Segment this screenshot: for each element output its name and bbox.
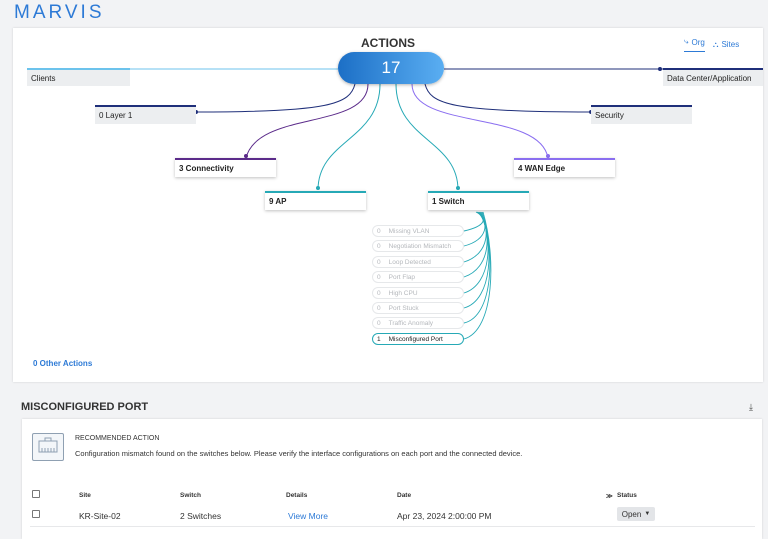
wanedge-connector bbox=[411, 83, 549, 159]
switch-item-connectors bbox=[463, 211, 492, 340]
switch-connector bbox=[395, 83, 459, 191]
column-header-switch[interactable]: Switch bbox=[180, 492, 201, 499]
layer1-connector bbox=[195, 83, 356, 113]
select-all-checkbox[interactable] bbox=[32, 490, 40, 498]
category-ap[interactable]: 9 AP bbox=[265, 191, 366, 210]
scope-org-link[interactable]: ⤷ Org bbox=[684, 37, 705, 52]
category-clients[interactable]: Clients bbox=[27, 68, 130, 86]
switch-item-label: Missing VLAN bbox=[388, 227, 430, 235]
switch-port-icon bbox=[32, 433, 64, 461]
switch-item-loop-detected[interactable]: 0 Loop Detected bbox=[372, 256, 464, 268]
row-site: KR-Site-02 bbox=[79, 511, 121, 521]
switch-item-count: 0 bbox=[377, 289, 381, 297]
connectivity-connector bbox=[245, 83, 369, 159]
recommended-text: Configuration mismatch found on the swit… bbox=[75, 449, 523, 458]
switch-dot bbox=[456, 186, 460, 190]
status-dropdown[interactable]: Open ▼ bbox=[617, 507, 655, 521]
switch-item-port-stuck[interactable]: 0 Port Stuck bbox=[372, 302, 464, 314]
column-header-site[interactable]: Site bbox=[79, 492, 91, 499]
sites-icon: ⛬ bbox=[712, 39, 719, 49]
switch-item-port-flap[interactable]: 0 Port Flap bbox=[372, 271, 464, 283]
switch-item-label: Port Flap bbox=[388, 273, 415, 281]
category-data-center[interactable]: Data Center/Application bbox=[663, 68, 763, 86]
switch-item-count: 0 bbox=[377, 227, 381, 235]
other-actions-link[interactable]: 0 Other Actions bbox=[33, 359, 93, 368]
switch-item-count: 0 bbox=[377, 242, 381, 250]
switch-item-traffic-anomaly[interactable]: 0 Traffic Anomaly bbox=[372, 317, 464, 329]
switch-item-label: Misconfigured Port bbox=[388, 335, 443, 343]
category-wan-edge[interactable]: 4 WAN Edge bbox=[514, 158, 615, 177]
category-switch[interactable]: 1 Switch bbox=[428, 191, 529, 210]
switch-item-count: 0 bbox=[377, 319, 381, 327]
scope-sites-link[interactable]: ⛬ Sites bbox=[713, 37, 739, 52]
org-icon: ⤷ bbox=[684, 37, 689, 46]
column-header-date[interactable]: Date bbox=[397, 492, 412, 499]
ap-dot bbox=[316, 186, 320, 190]
category-security[interactable]: Security bbox=[591, 105, 692, 124]
ap-connector bbox=[317, 83, 381, 191]
security-connector bbox=[424, 83, 592, 113]
column-header-status[interactable]: Status bbox=[617, 492, 637, 499]
app-title: MARVIS bbox=[14, 2, 105, 23]
switch-item-label: Traffic Anomaly bbox=[388, 319, 434, 327]
switch-item-high-cpu[interactable]: 0 High CPU bbox=[372, 287, 464, 299]
row-divider bbox=[30, 526, 755, 527]
scope-toggle: ⤷ Org ⛬ Sites bbox=[684, 37, 739, 52]
switch-item-count: 0 bbox=[377, 273, 381, 281]
actions-title: ACTIONS bbox=[361, 36, 415, 50]
switch-item-misconfigured-port[interactable]: 1 Misconfigured Port bbox=[372, 333, 464, 345]
row-checkbox[interactable] bbox=[32, 510, 40, 518]
row-switch: 2 Switches bbox=[180, 511, 222, 521]
switch-item-negotiation-mismatch[interactable]: 0 Negotiation Mismatch bbox=[372, 240, 464, 252]
datacenter-dot bbox=[658, 67, 662, 71]
chevron-down-icon: ▼ bbox=[644, 511, 651, 517]
recommended-heading: RECOMMENDED ACTION bbox=[75, 435, 160, 442]
switch-item-count: 0 bbox=[377, 258, 381, 266]
switch-item-count: 1 bbox=[377, 335, 381, 343]
row-date: Apr 23, 2024 2:00:00 PM bbox=[397, 511, 492, 521]
scope-sites-label: Sites bbox=[721, 40, 740, 49]
download-icon[interactable]: ⤓ bbox=[749, 402, 753, 412]
connectivity-dot bbox=[244, 154, 248, 158]
category-layer1[interactable]: 0 Layer 1 bbox=[95, 105, 196, 124]
switch-item-missing-vlan[interactable]: 0 Missing VLAN bbox=[372, 225, 464, 237]
actions-total[interactable]: 17 bbox=[338, 52, 444, 84]
column-header-details[interactable]: Details bbox=[286, 492, 308, 499]
view-more-link[interactable]: View More bbox=[288, 511, 328, 521]
scope-org-label: Org bbox=[691, 37, 705, 47]
category-connectivity[interactable]: 3 Connectivity bbox=[175, 158, 276, 177]
switch-item-label: Loop Detected bbox=[388, 258, 431, 266]
detail-title: MISCONFIGURED PORT bbox=[21, 401, 149, 413]
wanedge-dot bbox=[546, 154, 550, 158]
switch-item-label: Port Stuck bbox=[388, 304, 419, 312]
switch-item-count: 0 bbox=[377, 304, 381, 312]
switch-item-label: High CPU bbox=[388, 289, 418, 297]
status-value: Open bbox=[621, 509, 642, 519]
sort-icon[interactable]: ≫ bbox=[606, 493, 613, 500]
switch-item-label: Negotiation Mismatch bbox=[388, 242, 452, 250]
